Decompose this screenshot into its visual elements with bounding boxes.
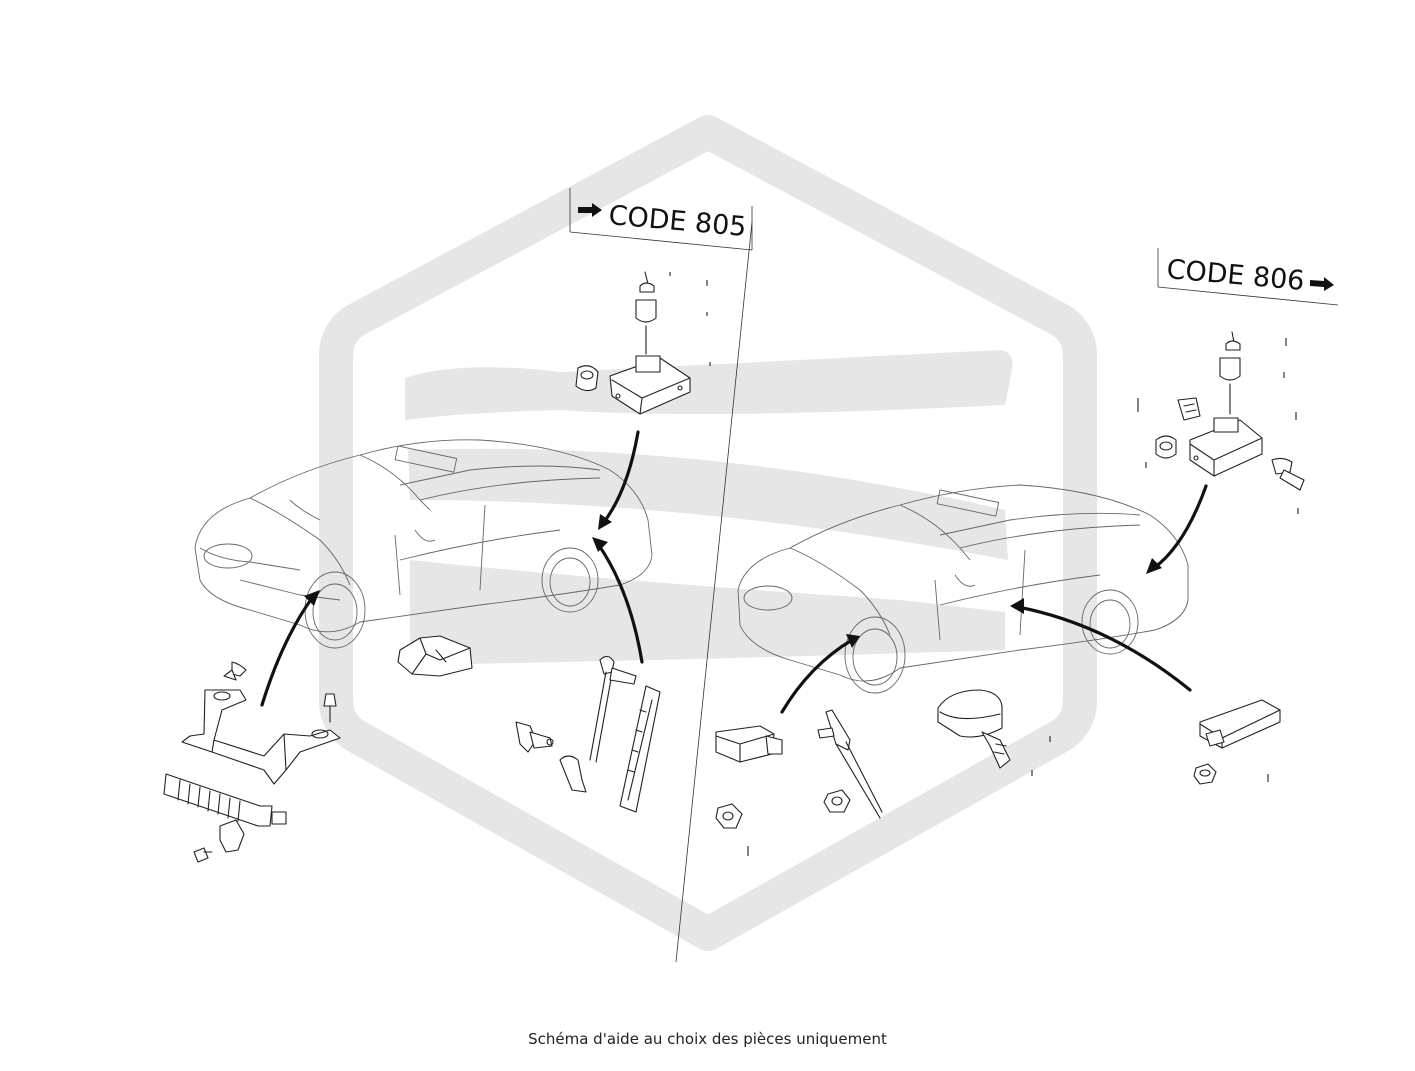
arrow-806-sensor <box>780 638 854 714</box>
arrow-805-sensor <box>596 542 644 664</box>
left-bracket-assembly <box>181 661 341 785</box>
arrow-806-antenna <box>1016 605 1192 692</box>
code-806-control-unit <box>1137 331 1305 514</box>
code-806-antenna-unit <box>1193 699 1281 785</box>
right-arrow-icon <box>578 203 602 217</box>
left-release-cable <box>163 773 287 863</box>
arrow-805-module <box>602 430 640 524</box>
code-805-bracket-part <box>397 635 473 677</box>
code-805-control-unit <box>575 271 711 415</box>
code-806-sensor-bracket <box>715 709 883 856</box>
divider-line <box>675 221 753 963</box>
watermark-logo <box>319 115 1097 951</box>
code-805-sensor-assembly <box>515 655 661 813</box>
code-806-text: CODE 806 <box>1165 254 1305 297</box>
code-806-label: CODE 806 <box>1157 248 1339 306</box>
arrow-left-bracket <box>260 596 314 707</box>
right-arrow-icon <box>1310 277 1334 291</box>
pointer-arrows <box>260 430 1208 714</box>
code-805-text: CODE 805 <box>607 200 747 243</box>
caption-text: Schéma d'aide au choix des pièces unique… <box>528 1030 887 1048</box>
right-car <box>737 484 1189 694</box>
code-806-tire-sensor <box>937 689 1051 776</box>
arrow-806-module <box>1152 484 1208 570</box>
